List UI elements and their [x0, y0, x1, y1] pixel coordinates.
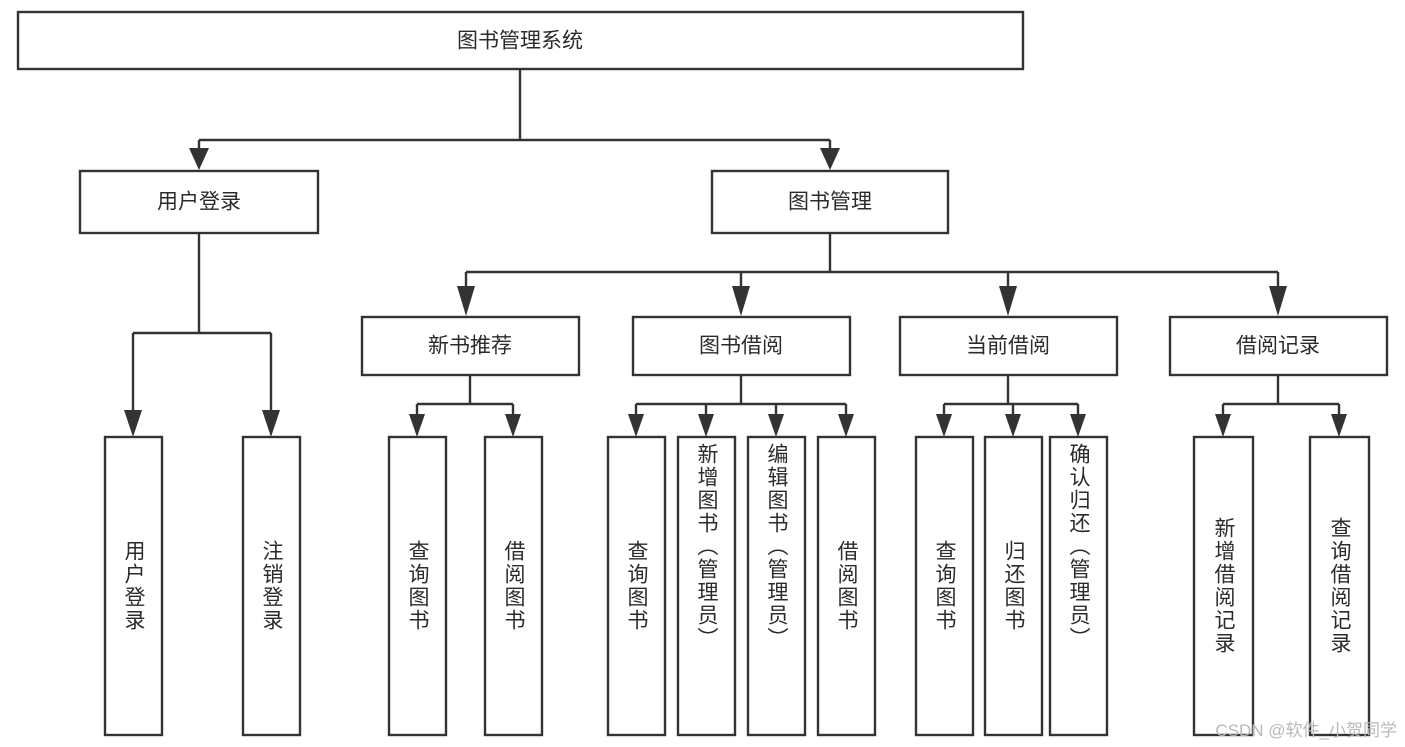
- node-box-book-management[interactable]: [710, 169, 950, 235]
- node-box-leaf-return-book[interactable]: [983, 435, 1044, 737]
- arrow-head-leaf-borrow-book-2: [838, 414, 854, 437]
- node-box-user-login[interactable]: [78, 169, 320, 235]
- node-book-management[interactable]: 图书管理: [710, 169, 950, 235]
- node-label-book-management: 图书管理: [788, 191, 872, 214]
- node-label-book-borrow: 图书借阅: [699, 335, 783, 358]
- node-label-user-login: 用户登录: [157, 191, 241, 214]
- node-label-root: 图书管理系统: [457, 30, 583, 53]
- connector-group-user-login: [124, 233, 280, 437]
- node-box-leaf-add-book[interactable]: [676, 435, 737, 737]
- node-label-current-borrow: 当前借阅: [966, 335, 1050, 358]
- node-box-new-book-recommend[interactable]: [360, 315, 581, 377]
- connector-group-current-borrow: [936, 376, 1086, 437]
- node-box-leaf-query-book-3[interactable]: [914, 435, 975, 737]
- node-box-leaf-add-record[interactable]: [1192, 435, 1255, 737]
- arrow-head-leaf-return-book: [1005, 414, 1021, 437]
- node-root[interactable]: 图书管理系统: [16, 10, 1025, 71]
- arrow-head-leaf-edit-book: [768, 414, 784, 437]
- node-box-borrow-record[interactable]: [1168, 315, 1389, 377]
- node-box-leaf-logout-login[interactable]: [241, 435, 302, 737]
- connector-group-new-book-recommend: [409, 376, 521, 437]
- arrow-head-leaf-query-record: [1331, 414, 1347, 437]
- node-box-leaf-query-record[interactable]: [1308, 435, 1371, 737]
- arrow-head-user-login: [189, 148, 209, 170]
- arrow-head-leaf-user-login: [124, 410, 142, 437]
- connector-group-borrow-record: [1215, 376, 1347, 437]
- node-box-leaf-query-book-2[interactable]: [606, 435, 667, 737]
- arrow-head-leaf-logout-login: [262, 410, 280, 437]
- node-borrow-record[interactable]: 借阅记录: [1168, 315, 1389, 377]
- node-box-leaf-borrow-book-1[interactable]: [483, 435, 544, 737]
- node-box-root[interactable]: [16, 10, 1025, 71]
- arrow-head-current-borrow: [999, 286, 1017, 316]
- node-box-leaf-confirm-return[interactable]: [1048, 435, 1109, 737]
- arrow-head-leaf-query-book-3: [936, 414, 952, 437]
- arrow-head-book-borrow: [732, 286, 750, 316]
- node-box-current-borrow[interactable]: [898, 315, 1119, 377]
- arrow-head-leaf-add-book: [698, 414, 714, 437]
- node-box-leaf-borrow-book-2[interactable]: [816, 435, 877, 737]
- connector-group-book-borrow: [628, 376, 854, 437]
- node-box-leaf-query-book-1[interactable]: [387, 435, 448, 737]
- node-label-new-book-recommend: 新书推荐: [428, 335, 512, 358]
- arrow-head-leaf-confirm-return: [1070, 414, 1086, 437]
- node-label-borrow-record: 借阅记录: [1236, 335, 1320, 358]
- arrow-head-leaf-add-record: [1215, 414, 1231, 437]
- arrow-head-leaf-query-book-1: [409, 414, 425, 437]
- node-user-login[interactable]: 用户登录: [78, 169, 320, 235]
- node-book-borrow[interactable]: 图书借阅: [631, 315, 852, 377]
- node-box-leaf-user-login[interactable]: [103, 435, 164, 737]
- arrow-head-new-book-recommend: [457, 286, 475, 316]
- arrow-head-borrow-record: [1269, 286, 1287, 316]
- watermark-text: CSDN @软件_小贺同学: [1215, 721, 1397, 740]
- node-box-book-borrow[interactable]: [631, 315, 852, 377]
- connector-group-book-management: [457, 233, 1287, 316]
- node-current-borrow[interactable]: 当前借阅: [898, 315, 1119, 377]
- connector-group-root: [189, 69, 840, 170]
- node-box-leaf-edit-book[interactable]: [746, 435, 807, 737]
- arrow-head-book-management: [820, 148, 840, 170]
- arrow-head-leaf-borrow-book-1: [505, 414, 521, 437]
- arrow-head-leaf-query-book-2: [628, 414, 644, 437]
- node-new-book-recommend[interactable]: 新书推荐: [360, 315, 581, 377]
